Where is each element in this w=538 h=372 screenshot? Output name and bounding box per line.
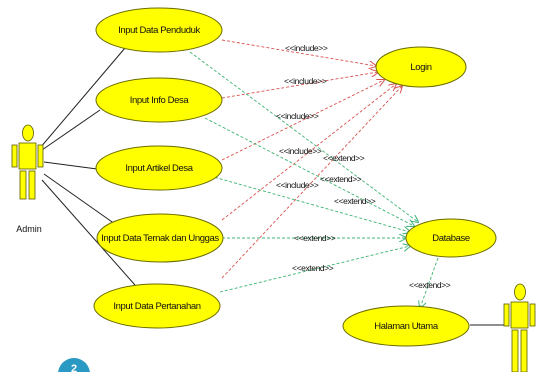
extend-line-penduduk-database xyxy=(189,51,418,222)
include-label-penduduk: <<include>> xyxy=(285,43,328,53)
include-line-info-desa-login xyxy=(221,72,378,99)
actor-leg-right xyxy=(520,329,528,372)
use-case-ellipse xyxy=(95,77,223,123)
include-label-pertanahan: <<include>> xyxy=(276,180,319,190)
association-admin-input-data-pertanahan xyxy=(41,179,136,286)
use-case-input-info-desa[interactable]: Input Info Desa xyxy=(95,77,223,123)
use-case-label: Login xyxy=(410,62,431,73)
extend-label-ternak: <<extend>> xyxy=(294,233,336,243)
actor-arm-right xyxy=(37,144,44,168)
use-case-ellipse xyxy=(96,213,224,263)
actor-user[interactable] xyxy=(503,283,536,372)
use-case-label: Input Artikel Desa xyxy=(125,163,193,174)
actor-arm-left xyxy=(11,144,18,168)
association-admin-input-artikel-desa xyxy=(43,161,98,170)
badge-circle xyxy=(58,358,90,372)
use-case-input-data-pertanahan[interactable]: Input Data Pertanahan xyxy=(93,283,221,329)
association-admin-input-info-desa xyxy=(41,109,101,151)
extend-line-pertanahan-database xyxy=(219,246,410,293)
use-case-login[interactable]: Login xyxy=(375,46,467,88)
include-relations xyxy=(221,39,402,279)
use-case-label: Halaman Utama xyxy=(374,321,439,332)
actor-head xyxy=(22,124,34,142)
actor-head xyxy=(514,283,526,301)
use-case-label: Input Data Penduduk xyxy=(118,25,200,36)
actor-admin-label: Admin xyxy=(16,224,42,234)
include-line-penduduk-login xyxy=(221,39,376,66)
extend-label-pertanahan: <<extend>> xyxy=(292,263,334,273)
use-case-ellipse xyxy=(95,7,223,53)
use-case-ellipse xyxy=(405,218,497,258)
use-case-input-artikel-desa[interactable]: Input Artikel Desa xyxy=(95,145,223,191)
actor-leg-left xyxy=(19,170,27,200)
actor-body xyxy=(510,301,529,329)
include-line-ternak-login xyxy=(221,84,396,221)
page-badge: 2 xyxy=(58,358,90,372)
use-case-ellipse xyxy=(95,145,223,191)
use-case-database[interactable]: Database xyxy=(405,218,497,258)
relation-labels: <<include>> <<include>> <<include>> <<in… xyxy=(276,43,451,290)
actor-arm-right xyxy=(529,303,536,327)
use-case-label: Database xyxy=(432,233,470,244)
use-case-ellipse xyxy=(342,305,470,347)
include-label-info-desa: <<include>> xyxy=(284,76,327,86)
extend-relations xyxy=(189,51,439,308)
actor-admin[interactable] xyxy=(11,124,44,200)
use-case-ellipse xyxy=(375,46,467,88)
extend-label-artikel: <<extend>> xyxy=(334,196,376,206)
extend-label-info-desa: <<extend>> xyxy=(320,174,362,184)
actor-body xyxy=(18,142,37,170)
use-case-input-data-ternak-dan-unggas[interactable]: Input Data Ternak dan Unggas xyxy=(96,213,224,263)
extend-line-info-desa-database xyxy=(204,117,414,226)
association-admin-input-data-ternak xyxy=(43,173,116,225)
extend-line-database-halaman-utama xyxy=(420,257,439,308)
include-label-artikel: <<include>> xyxy=(276,111,319,121)
use-case-input-data-penduduk[interactable]: Input Data Penduduk xyxy=(95,7,223,53)
association-admin-input-data-penduduk xyxy=(39,47,126,149)
include-label-ternak: <<include>> xyxy=(279,146,322,156)
badge-number: 2 xyxy=(71,363,77,372)
extend-label-penduduk: <<extend>> xyxy=(323,153,365,163)
actor-arm-left xyxy=(503,303,510,327)
admin-associations xyxy=(39,47,508,326)
use-case-ellipse xyxy=(93,283,221,329)
use-case-label: Input Data Ternak dan Unggas xyxy=(101,233,219,244)
use-case-label: Input Info Desa xyxy=(130,95,190,106)
actor-leg-right xyxy=(28,170,36,200)
extend-label-database-halaman: <<extend>> xyxy=(409,280,451,290)
include-line-pertanahan-login xyxy=(221,86,402,279)
use-case-label: Input Data Pertanahan xyxy=(113,301,200,312)
actor-leg-left xyxy=(511,329,519,372)
use-case-halaman-utama[interactable]: Halaman Utama xyxy=(342,305,470,347)
include-line-artikel-login xyxy=(221,80,384,161)
